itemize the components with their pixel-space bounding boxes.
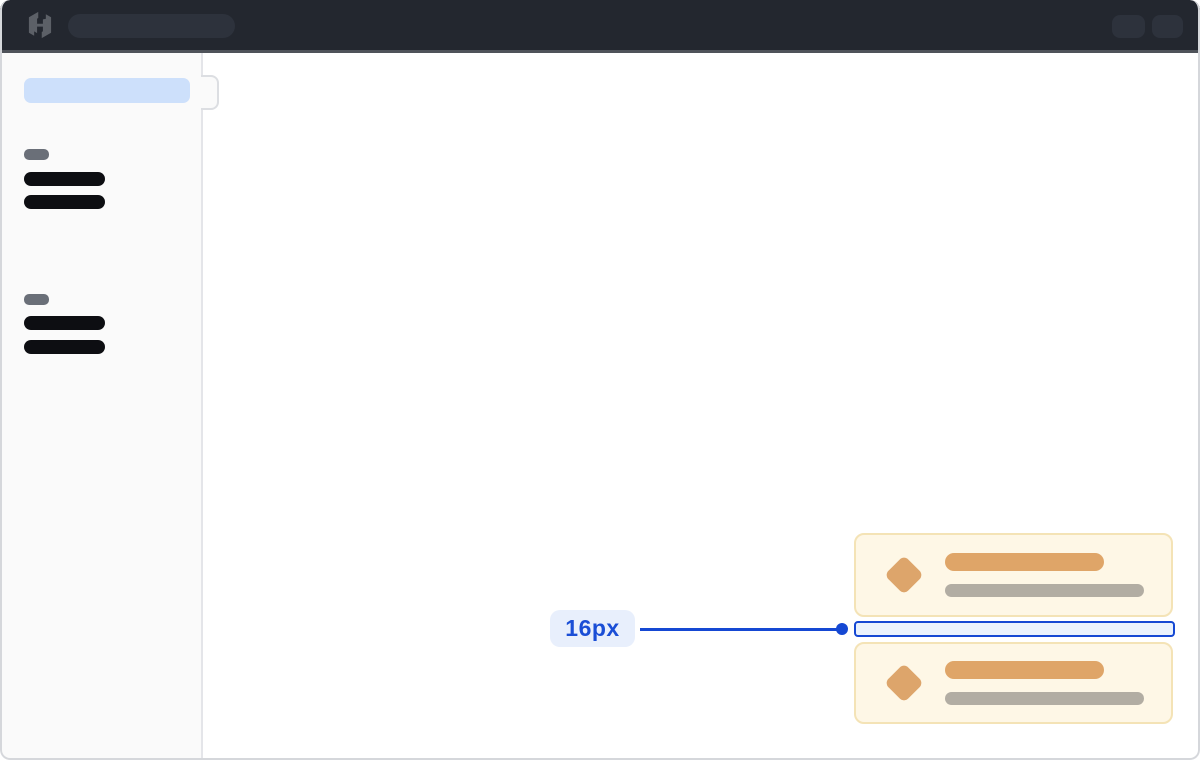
card-item-2[interactable] [854,642,1173,724]
sidebar-section-label-skeleton [24,294,49,305]
card-subtitle-skeleton [945,692,1144,705]
topbar-action-skeleton-2[interactable] [1152,15,1183,38]
hashicorp-logo-icon [28,11,52,39]
spacing-measurement-label: 16px [550,610,635,647]
sidebar-nav-item-skeleton[interactable] [24,316,105,330]
diamond-icon [884,663,924,703]
topbar-action-skeleton-1[interactable] [1112,15,1145,38]
card-subtitle-skeleton [945,584,1144,597]
sidebar-section-label-skeleton [24,149,49,160]
sidebar-selected-item-skeleton[interactable] [24,78,190,103]
spacing-highlight-rect [854,621,1175,637]
card-title-skeleton [945,661,1104,679]
sidebar-nav-item-skeleton[interactable] [24,172,105,186]
topbar [0,0,1200,53]
sidebar-nav-item-skeleton[interactable] [24,340,105,354]
sidebar-nav-item-skeleton[interactable] [24,195,105,209]
sidebar [0,53,203,760]
measurement-leader-line [640,628,842,631]
sidebar-collapse-tab[interactable] [201,75,219,110]
topbar-search-skeleton[interactable] [68,14,235,38]
card-item-1[interactable] [854,533,1173,617]
measurement-dot [836,623,848,635]
card-title-skeleton [945,553,1104,571]
diamond-icon [884,555,924,595]
